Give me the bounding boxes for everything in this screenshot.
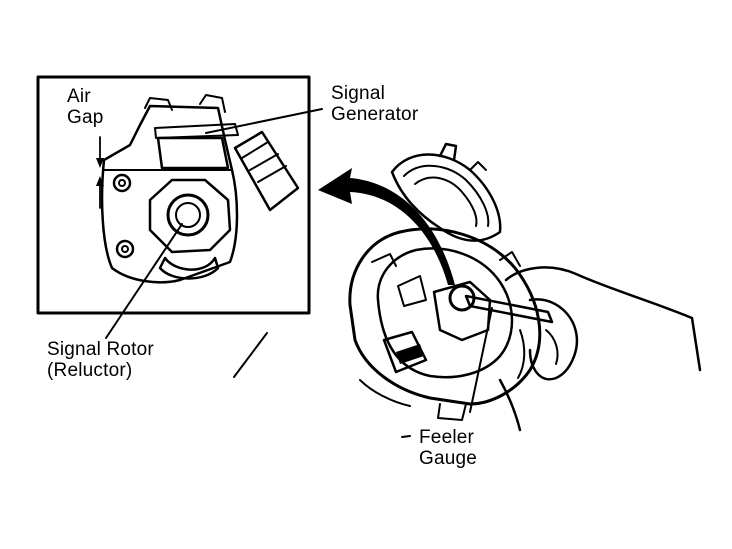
hand	[498, 266, 702, 432]
signal-generator-label: Signal Generator	[331, 83, 419, 125]
inset-frame	[36, 75, 311, 315]
feeler-gauge-label: Feeler Gauge	[419, 427, 478, 469]
air-gap-label: Air Gap	[67, 86, 104, 128]
signal-rotor-leader	[105, 223, 183, 339]
signal-generator-leader	[205, 108, 323, 134]
distributor-housing-detail	[100, 94, 300, 284]
distributor-main	[348, 142, 554, 421]
detail-callout-line	[233, 332, 268, 378]
air-gap-arrow	[96, 136, 104, 209]
curved-arrow	[318, 168, 455, 285]
signal-rotor-label: Signal Rotor (Reluctor)	[47, 339, 154, 381]
